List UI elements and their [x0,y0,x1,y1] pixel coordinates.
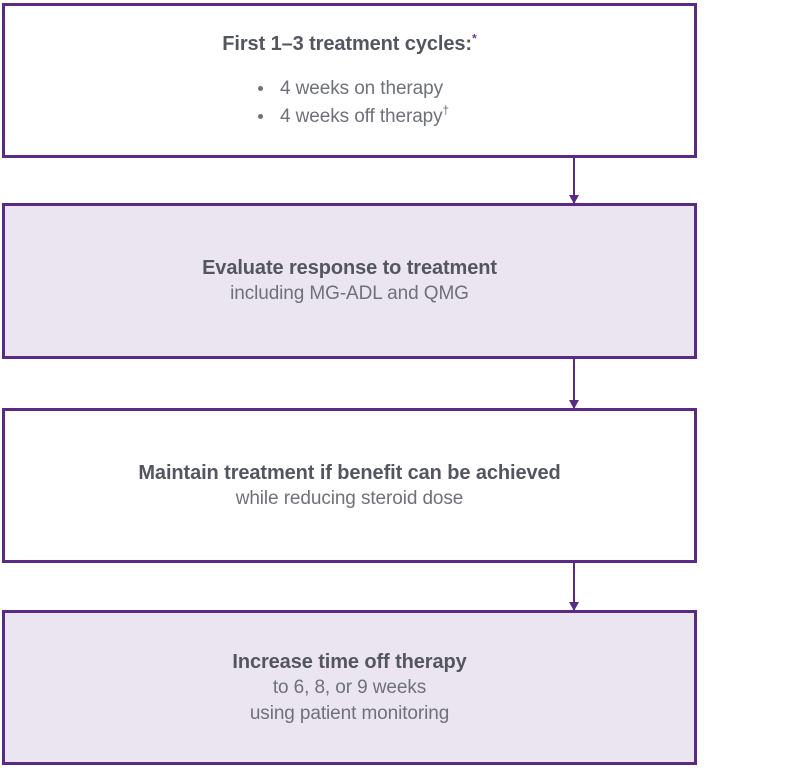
list-item: 4 weeks on therapy [250,75,449,103]
flow-node-increase-time-off-therapy: Increase time off therapy to 6, 8, or 9 … [2,610,697,765]
flow-node-1-bullet-list: 4 weeks on therapy 4 weeks off therapy† [250,75,449,130]
flow-node-4-subtitle-line-2: using patient monitoring [249,702,450,724]
footnote-dagger-icon: † [442,104,450,118]
flow-node-2-title: Evaluate response to treatment [202,257,497,280]
down-arrow-icon [568,158,579,204]
down-arrow-icon [568,563,579,611]
bullet-2-text: 4 weeks off therapy [280,105,443,127]
flow-node-1-title-text: First 1–3 treatment cycles: [222,32,472,55]
flow-node-first-treatment-cycles: First 1–3 treatment cycles:* 4 weeks on … [2,3,697,158]
connector-node1-to-node2 [0,158,800,204]
flow-node-3-subtitle-line-1: while reducing steroid dose [235,487,464,509]
connector-node3-to-node4 [0,563,800,611]
bullet-1-text: 4 weeks on therapy [280,77,443,99]
flow-node-4-title: Increase time off therapy [232,651,467,674]
down-arrow-icon [568,359,579,409]
connector-node2-to-node3 [0,359,800,409]
list-item: 4 weeks off therapy† [250,103,449,131]
flow-node-4-subtitle-line-1: to 6, 8, or 9 weeks [272,677,427,699]
arrow-head-icon [568,400,579,409]
arrow-head-icon [568,195,579,204]
arrow-head-icon [568,602,579,611]
footnote-asterisk-icon: * [471,31,477,46]
flow-node-1-title: First 1–3 treatment cycles:* [222,31,476,57]
flow-node-3-title: Maintain treatment if benefit can be ach… [138,461,561,484]
flow-node-maintain-treatment: Maintain treatment if benefit can be ach… [2,408,697,563]
flow-node-evaluate-response: Evaluate response to treatment including… [2,203,697,359]
flow-node-2-subtitle-line-1: including MG-ADL and QMG [230,283,469,305]
